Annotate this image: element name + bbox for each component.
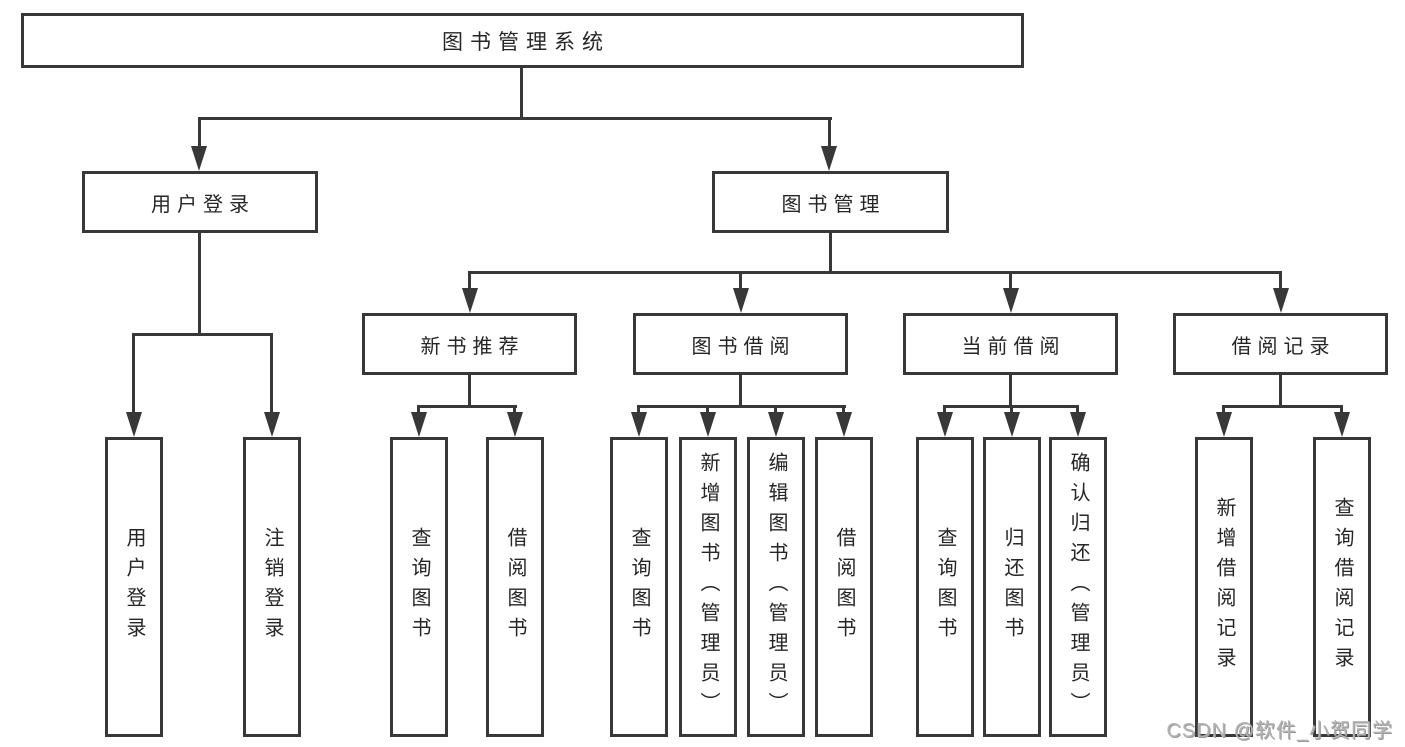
leaf-confirm-return-admin: 确认归还（管理员）: [1049, 437, 1107, 737]
connector-stub: [132, 333, 135, 415]
connector-user-login-drop: [198, 233, 201, 336]
leaf-return-book: 归还图书: [983, 437, 1041, 737]
leaf-query-books-borrowing: 查询图书: [610, 437, 668, 737]
node-book-borrowing-label: 图书借阅: [691, 335, 796, 358]
leaf-logout: 注销登录: [243, 437, 301, 737]
arrow-down-icon: [507, 412, 523, 437]
arrow-down-icon: [1070, 412, 1086, 437]
arrow-down-icon: [1216, 412, 1232, 437]
connector-stub: [1222, 405, 1225, 417]
connector-stub: [739, 271, 742, 293]
connector-level2-splitter: [468, 271, 1281, 274]
connector-stub: [1010, 405, 1013, 417]
arrow-down-icon: [1273, 288, 1289, 313]
connector-stub: [417, 405, 420, 417]
connector-stub: [774, 405, 777, 417]
arrow-down-icon: [733, 288, 749, 313]
connector-user-login-splitter: [132, 333, 273, 336]
connector-drop: [739, 375, 742, 408]
arrow-down-icon: [126, 412, 142, 437]
node-current-borrowing-label: 当前借阅: [961, 335, 1066, 358]
node-book-borrowing: 图书借阅: [633, 313, 848, 375]
leaf-return-book-label: 归还图书: [1001, 527, 1023, 647]
node-root-label: 图书管理系统: [442, 30, 610, 54]
arrow-down-icon: [1004, 412, 1020, 437]
node-current-borrowing: 当前借阅: [903, 313, 1118, 375]
connector-level1-splitter: [198, 117, 832, 120]
node-user-login: 用户登录: [82, 171, 318, 233]
arrow-down-icon: [836, 412, 852, 437]
connector-drop: [1009, 375, 1012, 408]
connector-stub: [1340, 405, 1343, 417]
connector-stub: [270, 333, 273, 415]
leaf-query-books-recommend: 查询图书: [390, 437, 448, 737]
arrow-down-icon: [768, 412, 784, 437]
node-book-management-label: 图书管理: [781, 193, 886, 216]
connector-splitter: [417, 405, 517, 408]
connector-stub: [1009, 271, 1012, 293]
leaf-user-login-label: 用户登录: [123, 527, 145, 647]
leaf-query-borrow-record: 查询借阅记录: [1313, 437, 1371, 737]
arrow-down-icon: [700, 412, 716, 437]
leaf-borrow-books-borrowing: 借阅图书: [815, 437, 873, 737]
connector-stub: [468, 271, 471, 293]
connector-user-login-stub: [198, 117, 201, 149]
leaf-borrow-books-recommend-label: 借阅图书: [504, 527, 526, 647]
connector-book-mgmt-stub: [828, 117, 831, 149]
connector-stub: [706, 405, 709, 417]
leaf-query-books-current: 查询图书: [916, 437, 974, 737]
arrow-down-icon: [462, 288, 478, 313]
arrow-down-icon: [411, 412, 427, 437]
leaf-logout-label: 注销登录: [261, 527, 283, 647]
leaf-query-borrow-record-label: 查询借阅记录: [1331, 497, 1353, 677]
leaf-borrow-books-recommend: 借阅图书: [486, 437, 544, 737]
node-new-book-recommendation: 新书推荐: [362, 313, 577, 375]
leaf-query-books-recommend-label: 查询图书: [408, 527, 430, 647]
connector-splitter: [637, 405, 846, 408]
node-book-management: 图书管理: [712, 171, 949, 233]
connector-stub: [1076, 405, 1079, 417]
connector-stub: [1279, 271, 1282, 293]
connector-stub: [943, 405, 946, 417]
leaf-edit-book-admin-label: 编辑图书（管理员）: [765, 452, 787, 722]
connector-stub: [637, 405, 640, 417]
arrow-down-icon: [937, 412, 953, 437]
connector-drop: [1279, 375, 1282, 408]
watermark: CSDN @软件_小贺同学: [1166, 720, 1393, 742]
leaf-user-login: 用户登录: [105, 437, 163, 737]
node-borrowing-records: 借阅记录: [1173, 313, 1388, 375]
connector-splitter: [1222, 405, 1342, 408]
arrow-down-icon: [1003, 288, 1019, 313]
leaf-query-books-current-label: 查询图书: [934, 527, 956, 647]
arrow-down-icon: [1334, 412, 1350, 437]
node-borrowing-records-label: 借阅记录: [1231, 335, 1336, 358]
connector-book-mgmt-drop: [829, 233, 832, 274]
arrow-down-icon: [264, 412, 280, 437]
leaf-add-book-admin-label: 新增图书（管理员）: [697, 452, 719, 722]
arrow-down-icon: [821, 146, 837, 171]
arrow-down-icon: [191, 146, 207, 171]
leaf-query-books-borrowing-label: 查询图书: [628, 527, 650, 647]
leaf-add-borrow-record-label: 新增借阅记录: [1213, 497, 1235, 677]
leaf-add-borrow-record: 新增借阅记录: [1195, 437, 1253, 737]
leaf-confirm-return-admin-label: 确认归还（管理员）: [1067, 452, 1089, 722]
leaf-add-book-admin: 新增图书（管理员）: [679, 437, 737, 737]
connector-stub: [842, 405, 845, 417]
node-new-book-recommendation-label: 新书推荐: [420, 335, 525, 358]
connector-root-drop: [520, 68, 523, 119]
leaf-borrow-books-borrowing-label: 借阅图书: [833, 527, 855, 647]
leaf-edit-book-admin: 编辑图书（管理员）: [747, 437, 805, 737]
node-user-login-label: 用户登录: [151, 193, 255, 216]
node-root: 图书管理系统: [21, 13, 1024, 68]
connector-drop: [468, 375, 471, 408]
connector-stub: [513, 405, 516, 417]
arrow-down-icon: [631, 412, 647, 437]
